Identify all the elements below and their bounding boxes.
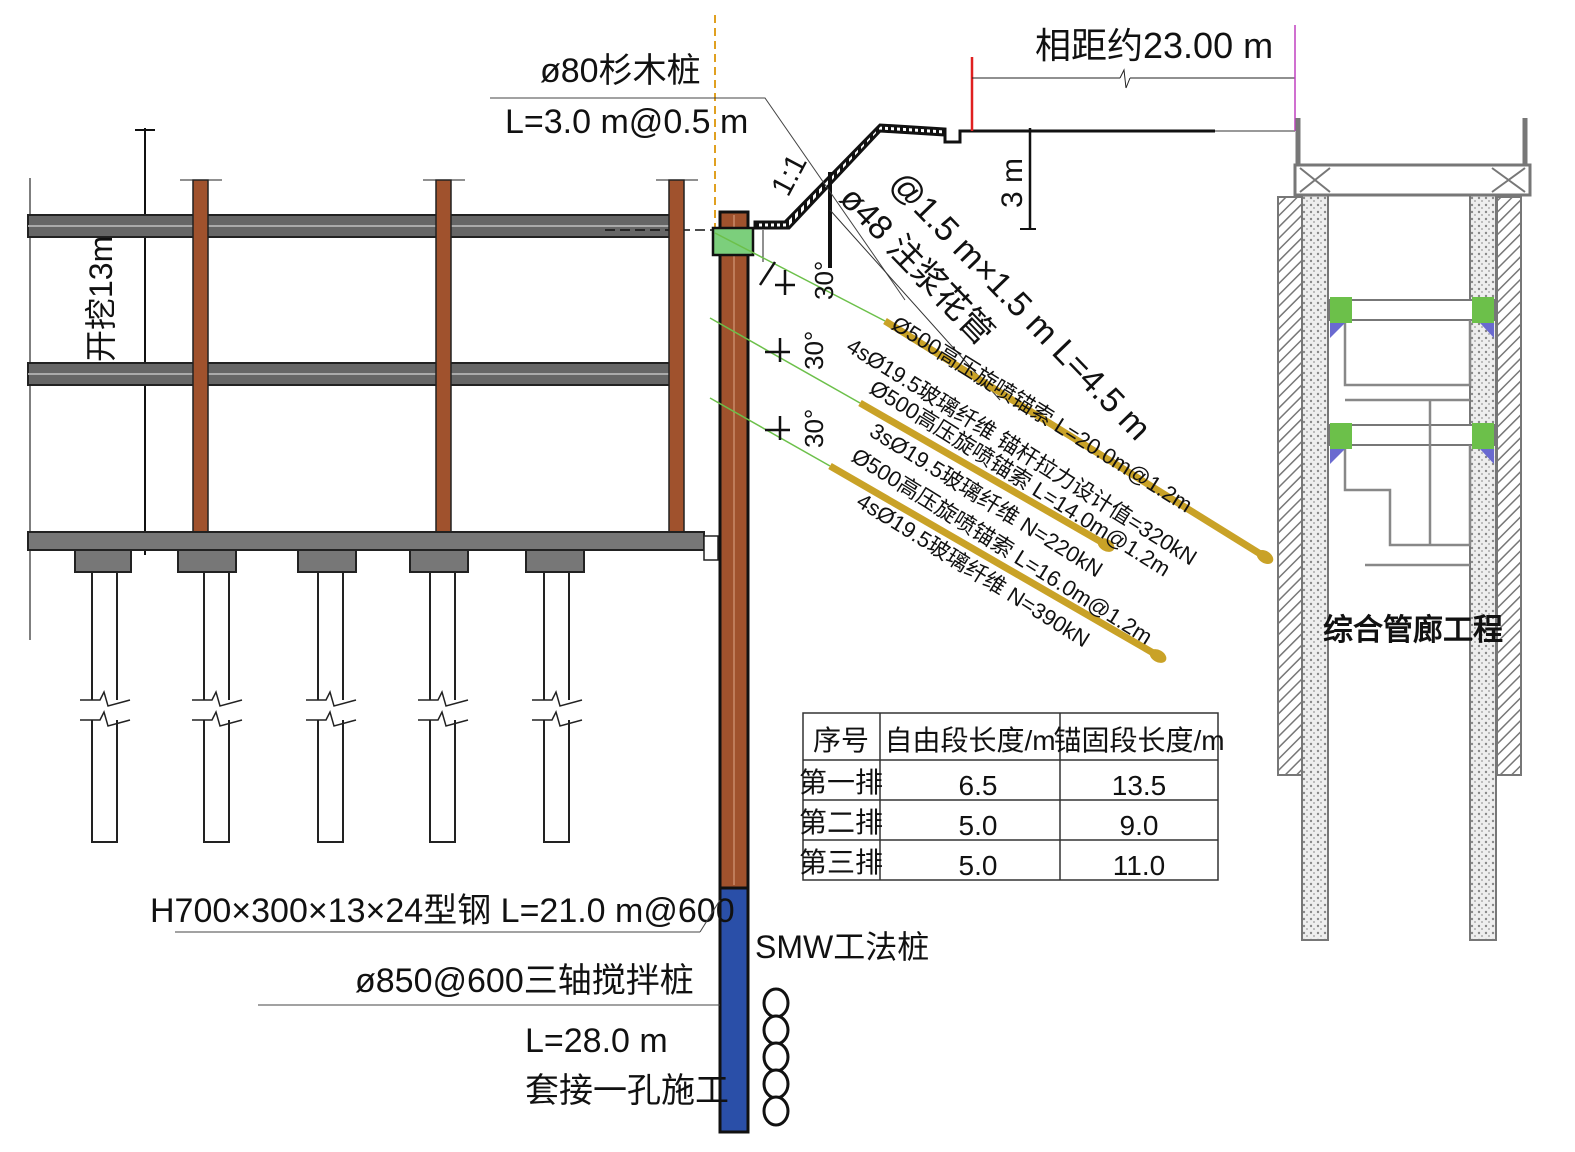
- angle-2: 30°: [799, 331, 829, 370]
- pile-break-marks: [80, 689, 583, 727]
- excavation-depth-label: 开挖13m: [83, 236, 119, 362]
- base-slab: [27, 531, 705, 573]
- strut-beam-upper: [27, 214, 674, 238]
- table-row-1-label: 第一排: [799, 767, 883, 798]
- excavation-frame: [27, 128, 720, 843]
- anchor-2-bond: [858, 399, 1105, 547]
- angle-3: 30°: [799, 409, 829, 448]
- mixing-pile-plan-circles: [762, 987, 790, 1127]
- angle-1: 30°: [809, 261, 839, 300]
- anchor-3-free: [709, 397, 831, 467]
- table-row-3-label: 第三排: [799, 847, 883, 878]
- anchor-3-bond: [828, 462, 1157, 658]
- table-row-2-free: 5.0: [959, 810, 998, 841]
- depth-3m-label: 3 m: [996, 158, 1029, 208]
- strut-beam-middle: [27, 362, 674, 386]
- mixing-pile-label: ø850@600三轴搅拌桩: [355, 962, 694, 1000]
- mixing-pile-note: 套接一孔施工: [525, 1072, 729, 1110]
- anchor-2-free: [709, 317, 861, 404]
- mixing-pile-length: L=28.0 m: [525, 1022, 668, 1060]
- table-header-free-length: 自由段长度/m: [884, 725, 1055, 756]
- anchors: [709, 232, 1274, 663]
- slope-profile: [490, 25, 1296, 401]
- fir-pile-length: L=3.0 m@0.5 m: [505, 103, 748, 141]
- table-row-1-free: 6.5: [959, 770, 998, 801]
- fir-pile-label: ø80杉木桩: [540, 52, 701, 90]
- table-row-3-free: 5.0: [959, 850, 998, 881]
- table-header-bond-length: 锚固段长度/m: [1053, 725, 1224, 756]
- anchor-length-table: 序号 自由段长度/m 锚固段长度/m 第一排 6.5 13.5 第二排 5.0 …: [799, 712, 1225, 881]
- slope-ratio: 1:1: [765, 149, 814, 201]
- table-row-2-bond: 9.0: [1120, 810, 1159, 841]
- table-row-1-bond: 13.5: [1112, 770, 1167, 801]
- table-header-index: 序号: [813, 725, 869, 756]
- table-row-3-bond: 11.0: [1113, 850, 1165, 881]
- anchor-1-bond: [883, 318, 1264, 558]
- spacing-label: 相距约23.00 m: [1035, 25, 1273, 66]
- anchor-1-free: [714, 232, 886, 322]
- mixing-pile: [718, 886, 750, 1134]
- table-row-2-label: 第二排: [799, 807, 883, 838]
- utility-tunnel-label: 综合管廊工程: [1323, 613, 1503, 647]
- utility-tunnel: 综合管廊工程: [1277, 118, 1532, 941]
- steel-pile-label: H700×300×13×24型钢 L=21.0 m@600: [150, 892, 735, 930]
- smw-label: SMW工法桩: [755, 929, 929, 965]
